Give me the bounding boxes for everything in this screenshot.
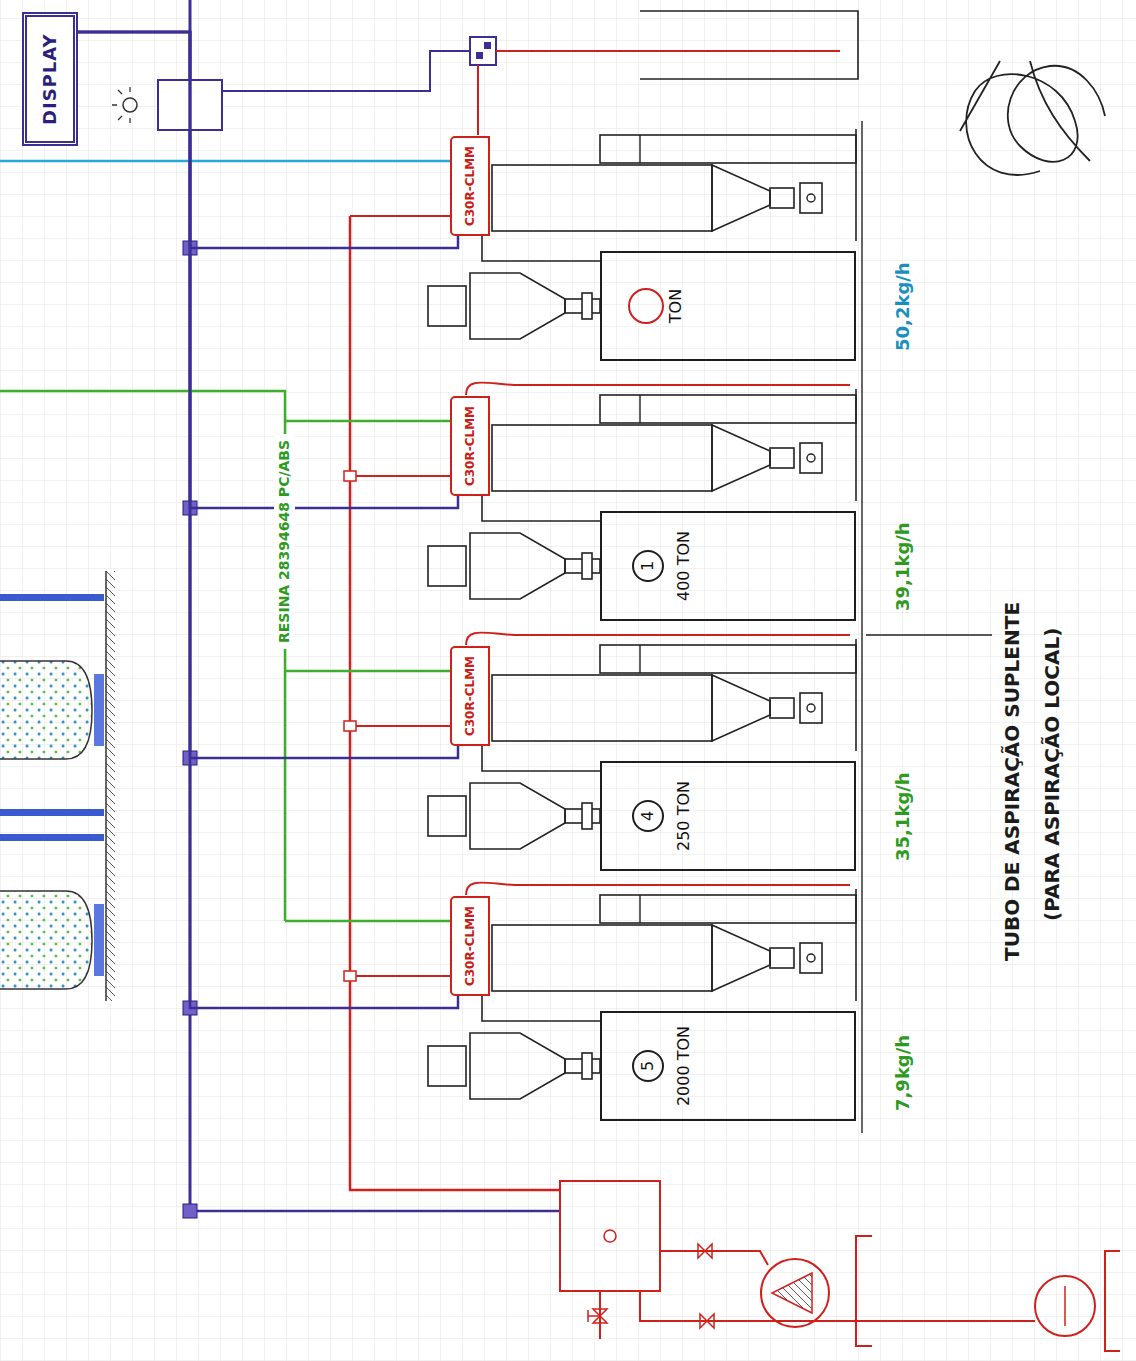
- signature: [960, 61, 1105, 175]
- vacuum-loader: C30R-CLMM: [450, 136, 490, 236]
- flow-rate: 35,1kg/h: [892, 772, 914, 861]
- resin-silos: [106, 571, 115, 1001]
- communication-bus: [123, 98, 137, 112]
- note-text: (PARA ASPIRAÇÃO LOCAL): [1040, 628, 1064, 921]
- communication-bus: [484, 42, 491, 49]
- injection-machine: 5 2000 TON: [600, 1011, 856, 1121]
- resin-line: [0, 160, 450, 163]
- vacuum-unit: [772, 1273, 812, 1313]
- feed-line: [482, 996, 600, 1021]
- node-text: C30R-CLMM: [463, 146, 477, 226]
- node-text: TON: [666, 289, 685, 323]
- station-drawings: [629, 289, 663, 323]
- station-drawings: [428, 889, 856, 1099]
- vacuum-unit: [1064, 1286, 1066, 1326]
- station-drawings: [861, 121, 863, 1133]
- vacuum-unit: [700, 1314, 714, 1328]
- communication-bus: [470, 37, 496, 65]
- feed-line: [482, 746, 600, 771]
- resin-line: [0, 161, 450, 921]
- resin-line: [0, 391, 450, 921]
- node-text: 2000 TON: [674, 1026, 693, 1106]
- communication-bus: [476, 52, 483, 59]
- vacuum-unit: [1035, 1276, 1095, 1336]
- station-drawings: [466, 383, 850, 396]
- injection-machine: 1 400 TON: [600, 511, 856, 621]
- vacuum-unit: [600, 1251, 1035, 1339]
- machine-number: 5: [632, 1050, 664, 1082]
- vacuum-line: [344, 721, 356, 731]
- vacuum-unit: [560, 1181, 660, 1291]
- node-text: DISPLAY: [39, 33, 61, 125]
- resin-label: RESINA 28394648 PC/ABS: [274, 434, 295, 649]
- vacuum-line: [344, 971, 356, 981]
- node-text: 400 TON: [674, 531, 693, 601]
- station-drawings: [428, 639, 856, 849]
- vacuum-loader: C30R-CLMM: [450, 646, 490, 746]
- resin-silos: [94, 904, 104, 976]
- injection-machine: TON: [600, 251, 856, 361]
- vacuum-loader: C30R-CLMM: [450, 896, 490, 996]
- leader-line: [866, 635, 992, 636]
- node-text: 250 TON: [674, 781, 693, 851]
- resin-silos: [105, 571, 107, 1001]
- station-drawings: [428, 389, 856, 599]
- resin-silos: [0, 834, 104, 841]
- vacuum-line: [344, 216, 560, 1190]
- resin-silos: [0, 571, 115, 1001]
- station-drawings: [640, 11, 858, 79]
- resin-silos: [94, 674, 104, 746]
- flow-rate: 7,9kg/h: [892, 1035, 914, 1111]
- communication-bus: [222, 51, 470, 91]
- vacuum-line: [350, 216, 560, 1190]
- feed-line: [482, 236, 600, 261]
- communication-bus: [183, 1204, 197, 1218]
- note-text: TUBO DE ASPIRAÇÃO SUPLENTE: [1000, 602, 1024, 961]
- resin-silos: [0, 661, 92, 759]
- feed-line: [482, 496, 600, 521]
- vacuum-unit: [761, 1259, 829, 1327]
- flow-rate: 50,2kg/h: [892, 262, 914, 351]
- bus-wire: [78, 32, 458, 1008]
- vacuum-unit: [588, 1310, 600, 1322]
- station-drawings: [478, 51, 840, 135]
- bus-wire: [78, 32, 458, 248]
- signature: [960, 61, 1105, 175]
- communication-bus: [112, 87, 130, 123]
- vacuum-line: [344, 471, 356, 481]
- injection-machine: 4 250 TON: [600, 761, 856, 871]
- bus-wire: [78, 32, 458, 508]
- display-box: DISPLAY: [22, 12, 78, 146]
- communication-bus: [190, 1210, 560, 1213]
- vacuum-unit: [1105, 1251, 1120, 1351]
- vacuum-unit: [604, 1230, 616, 1242]
- resin-silos: [0, 594, 104, 601]
- station-drawings: [466, 633, 850, 646]
- vacuum-loader: C30R-CLMM: [450, 396, 490, 496]
- vacuum-unit: [856, 1236, 872, 1346]
- vacuum-unit: [698, 1244, 712, 1258]
- station-drawings: [428, 129, 856, 339]
- flow-rate: 39,1kg/h: [892, 522, 914, 611]
- resin-silos: [0, 809, 104, 816]
- machine-number: 1: [632, 550, 664, 582]
- station-drawings: [428, 11, 862, 1133]
- station-drawings: [466, 883, 850, 896]
- resin-silos: [0, 891, 92, 989]
- leader-line: [866, 634, 992, 635]
- vacuum-line: [350, 216, 450, 976]
- vacuum-unit: [560, 1181, 1120, 1351]
- node-text: C30R-CLMM: [463, 906, 477, 986]
- bus-wire: [78, 32, 458, 758]
- node-text: C30R-CLMM: [463, 656, 477, 736]
- node-text: C30R-CLMM: [463, 406, 477, 486]
- machine-number: 4: [632, 800, 664, 832]
